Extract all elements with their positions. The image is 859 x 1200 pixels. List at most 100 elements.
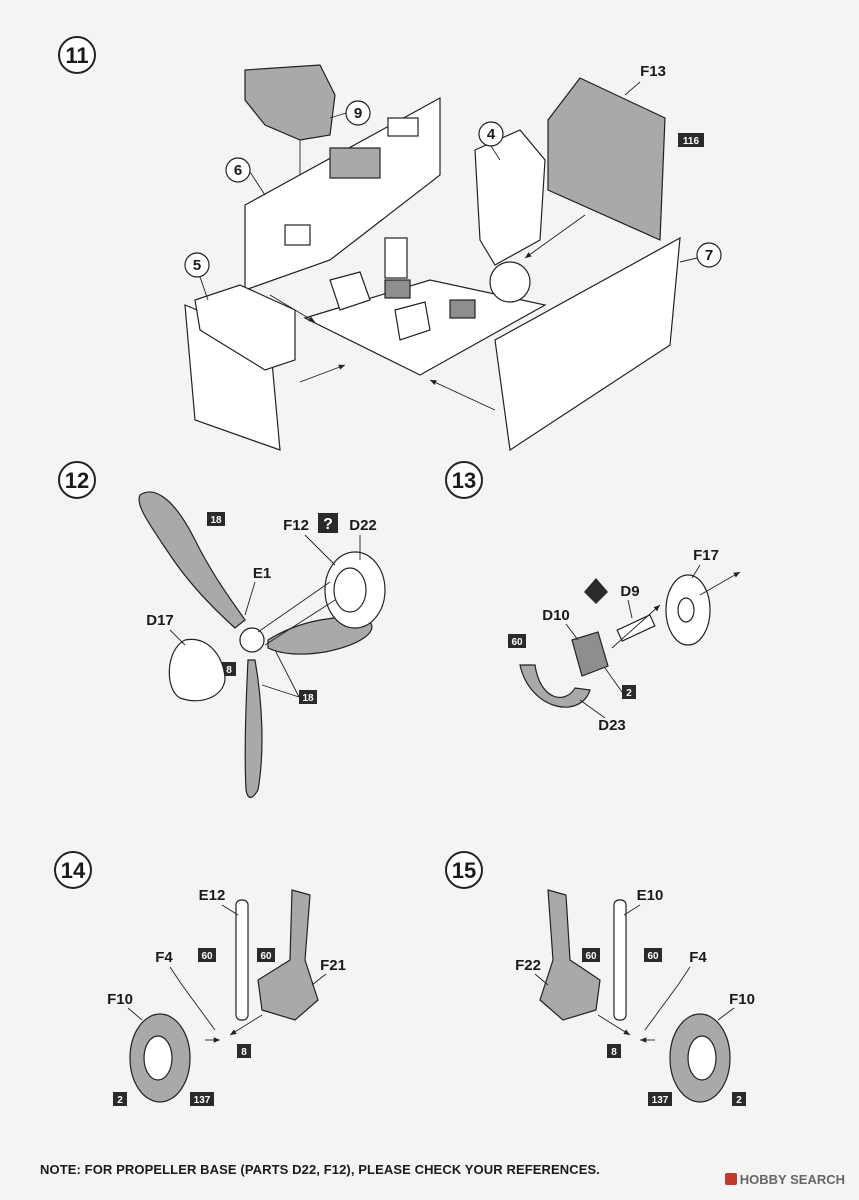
tag-137-15: 137 bbox=[652, 1095, 669, 1106]
tag-2: 2 bbox=[626, 688, 632, 699]
callout-6: 6 bbox=[234, 162, 242, 179]
propeller-blade-1 bbox=[138, 491, 246, 629]
callout-7-circle bbox=[696, 242, 722, 268]
tag-60a: 60 bbox=[201, 951, 213, 962]
part-d23 bbox=[519, 664, 591, 708]
part-f13 bbox=[547, 77, 666, 241]
step-14-number: 14 bbox=[61, 858, 86, 883]
tag-2-15: 2 bbox=[736, 1095, 742, 1106]
callout-7: 7 bbox=[705, 247, 713, 264]
tag-137-14: 137 bbox=[194, 1095, 211, 1106]
label-f10: F10 bbox=[107, 991, 133, 1008]
tag-116: 116 bbox=[683, 136, 700, 147]
spinner-d17 bbox=[168, 638, 226, 702]
paint-icon-d9 bbox=[584, 578, 608, 604]
instrument-panel bbox=[329, 147, 381, 179]
part-5-box bbox=[194, 284, 296, 371]
step-12: 12 18 18 8 E1 D17 F12 ? D22 bbox=[58, 461, 386, 799]
part-d9 bbox=[616, 614, 656, 642]
label-f22: F22 bbox=[515, 957, 541, 974]
rudder-pedal-left bbox=[329, 271, 371, 311]
label-d23: D23 bbox=[598, 717, 626, 734]
part-d10 bbox=[571, 631, 609, 677]
label-f4: F4 bbox=[155, 949, 173, 966]
tag-18b: 18 bbox=[302, 693, 314, 704]
callout-5-circle bbox=[184, 252, 210, 278]
tag-60a-box bbox=[198, 948, 216, 962]
tag-2-box-14 bbox=[113, 1092, 127, 1106]
assembly-diagram: 11 9 6 5 4 F13 bbox=[54, 36, 755, 1106]
tag-60-box bbox=[508, 634, 526, 648]
step-12-circle bbox=[58, 461, 96, 499]
callout-5: 5 bbox=[193, 257, 201, 274]
tag-60b-15: 60 bbox=[647, 951, 659, 962]
tag-8-box-15 bbox=[607, 1044, 621, 1058]
step-11-circle bbox=[58, 36, 96, 74]
tag-8-box-14 bbox=[237, 1044, 251, 1058]
step-11: 11 9 6 5 4 F13 bbox=[58, 36, 722, 452]
tag-60a-box-15 bbox=[582, 948, 600, 962]
propeller-hub bbox=[239, 627, 265, 653]
tag-8-box bbox=[222, 662, 236, 676]
step-15-number: 15 bbox=[452, 858, 476, 883]
step-11-number: 11 bbox=[65, 43, 88, 68]
tag-60b-box-15 bbox=[644, 948, 662, 962]
label-e12: E12 bbox=[199, 887, 226, 904]
tag-2-box bbox=[622, 685, 636, 699]
tag-2-box-15 bbox=[732, 1092, 746, 1106]
label-e1: E1 bbox=[253, 565, 271, 582]
seat-wheel bbox=[489, 261, 531, 303]
step-13: 13 F17 D9 D10 D23 60 2 bbox=[445, 461, 741, 734]
label-f21: F21 bbox=[320, 957, 346, 974]
door-f22 bbox=[539, 889, 601, 1021]
tag-18a: 18 bbox=[210, 515, 222, 526]
label-f10-15: F10 bbox=[729, 991, 755, 1008]
callout-6-circle bbox=[225, 157, 251, 183]
part-9 bbox=[244, 64, 336, 141]
label-d17: D17 bbox=[146, 612, 174, 629]
watermark-text: HOBBY SEARCH bbox=[739, 1172, 845, 1187]
tag-137-box-14 bbox=[190, 1092, 214, 1106]
label-d10: D10 bbox=[542, 607, 570, 624]
watermark: HOBBY SEARCH bbox=[724, 1172, 845, 1187]
tag-2-14: 2 bbox=[117, 1095, 123, 1106]
tag-116-box bbox=[678, 133, 704, 147]
step-13-number: 13 bbox=[452, 468, 476, 493]
references-note: NOTE: FOR PROPELLER BASE (PARTS D22, F12… bbox=[40, 1162, 601, 1177]
tag-137-box-15 bbox=[648, 1092, 672, 1106]
panel-box bbox=[387, 117, 419, 137]
tag-8: 8 bbox=[226, 665, 232, 676]
tag-8-14: 8 bbox=[241, 1047, 247, 1058]
step-15: 15 E10 F22 F4 F10 60 60 8 137 2 bbox=[445, 851, 755, 1106]
hobby-search-logo-icon bbox=[724, 1173, 737, 1185]
tag-60a-15: 60 bbox=[585, 951, 597, 962]
tag-18b-box bbox=[299, 690, 317, 704]
tag-8-15: 8 bbox=[611, 1047, 617, 1058]
callout-4: 4 bbox=[487, 126, 496, 143]
oxygen-bottle bbox=[384, 237, 408, 279]
label-f4-15: F4 bbox=[689, 949, 707, 966]
label-d9: D9 bbox=[620, 583, 639, 600]
callout-9: 9 bbox=[354, 105, 362, 122]
strut-e10 bbox=[613, 899, 627, 1021]
step-15-circle bbox=[445, 851, 483, 889]
label-f17: F17 bbox=[693, 547, 719, 564]
step-13-circle bbox=[445, 461, 483, 499]
question-badge-box bbox=[318, 513, 338, 533]
question-badge: ? bbox=[323, 516, 333, 533]
tag-18a-box bbox=[207, 512, 225, 526]
propeller-blade-3 bbox=[244, 659, 263, 799]
label-f12: F12 bbox=[283, 517, 309, 534]
label-f13: F13 bbox=[640, 63, 666, 80]
step-14-circle bbox=[54, 851, 92, 889]
rudder-pedal-right bbox=[394, 301, 431, 341]
label-d22: D22 bbox=[349, 517, 377, 534]
part-7-wall bbox=[494, 236, 681, 452]
strut-e12 bbox=[235, 899, 249, 1021]
tag-60b: 60 bbox=[260, 951, 272, 962]
door-f21 bbox=[257, 889, 319, 1021]
step-14: 14 E12 F21 F4 F10 60 60 8 2 137 bbox=[54, 851, 346, 1106]
step-12-number: 12 bbox=[65, 468, 89, 493]
tag-60b-box bbox=[257, 948, 275, 962]
